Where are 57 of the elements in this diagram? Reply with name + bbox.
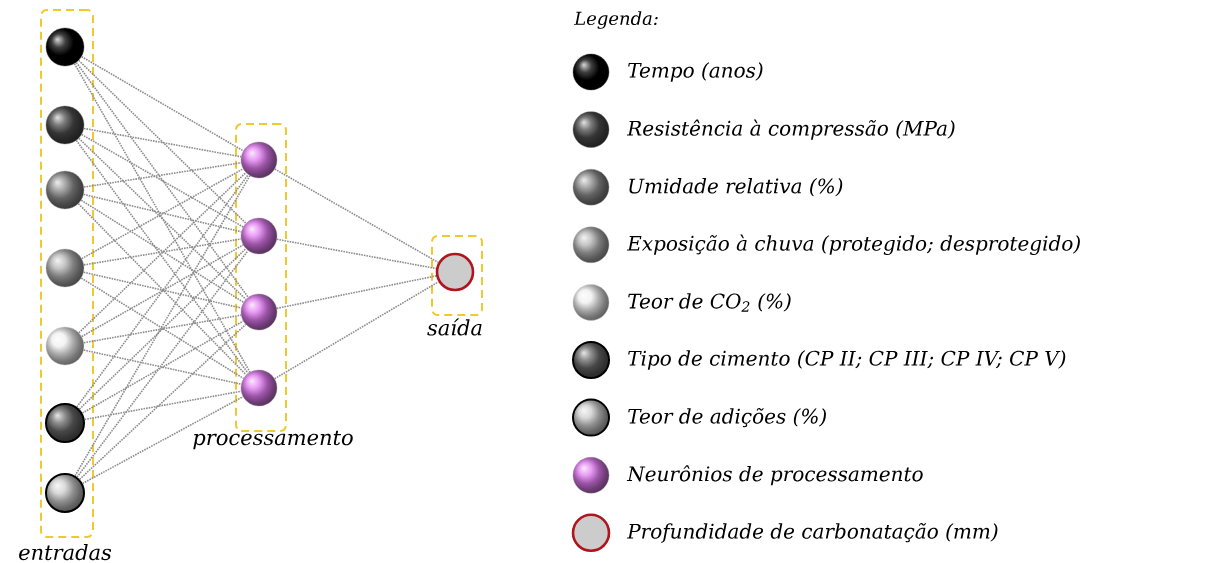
dotted-connection <box>276 275 437 310</box>
dotted-connection <box>274 168 440 264</box>
legend-text: Tempo (anos) <box>628 62 763 82</box>
legend-text: Neurônios de processamento <box>626 465 923 486</box>
dotted-connection <box>77 202 248 376</box>
dotted-connection <box>80 133 244 228</box>
legend-text: Umidade relativa (%) <box>629 178 843 197</box>
dotted-connection <box>82 193 243 233</box>
neuron-circle <box>45 326 85 366</box>
neuron-circle <box>45 248 85 288</box>
neuron-circle <box>240 293 278 331</box>
dotted-connection <box>76 249 249 478</box>
dotted-connection <box>75 61 250 299</box>
legend-text: Tipo de cimento (CP II; CP III; CP IV; CP V) <box>628 350 1066 370</box>
neuron-circle <box>240 217 278 255</box>
group-label: saída <box>427 318 482 336</box>
neuron-circle <box>240 141 278 179</box>
legend-text: Teor de CO$_{2}$ (%) <box>628 293 791 312</box>
dotted-connection <box>75 139 249 375</box>
dotted-connection <box>76 173 249 408</box>
group-label: processamento <box>193 430 353 450</box>
dotted-connection <box>83 238 242 266</box>
dotted-connection <box>78 171 247 334</box>
dotted-connection <box>83 162 242 188</box>
dotted-connection <box>77 59 247 225</box>
dotted-connection <box>82 349 242 385</box>
dotted-connection <box>273 281 440 380</box>
dotted-connection <box>80 244 244 338</box>
dotted-connection <box>82 271 243 309</box>
dotted-connection <box>74 174 251 477</box>
group-label: entradas <box>19 543 112 561</box>
dotted-connection <box>276 238 437 270</box>
legend-text: Resistência à compressão (MPa) <box>626 119 955 140</box>
legend-heading: Legenda: <box>573 11 658 29</box>
dotted-connection <box>78 247 247 410</box>
neuron-circle <box>435 252 475 292</box>
dotted-connection <box>78 323 247 481</box>
neuron-circle <box>45 473 85 513</box>
legend-text: Teor de adições (%) <box>628 407 826 428</box>
legend-text: Exposição à chuva (protegido; desprotegido) <box>626 234 1080 255</box>
dotted-connection <box>81 168 244 260</box>
dotted-connection <box>83 390 242 421</box>
legend-text: Profundidade de carbonatação (mm) <box>626 522 998 543</box>
dotted-connection <box>81 320 244 414</box>
dotted-connection <box>78 137 247 301</box>
neuron-circle <box>45 403 85 443</box>
dotted-connection <box>83 314 242 344</box>
dotted-connection <box>80 199 245 304</box>
dotted-connection <box>80 55 245 152</box>
dotted-connection <box>81 395 244 485</box>
dotted-connection <box>80 277 245 380</box>
neuron-circle <box>45 105 85 145</box>
neuron-circle <box>45 170 85 210</box>
neuron-circle <box>240 369 278 407</box>
dotted-connection <box>83 127 242 158</box>
dotted-connection <box>73 62 251 373</box>
neuron-circle <box>45 27 85 67</box>
